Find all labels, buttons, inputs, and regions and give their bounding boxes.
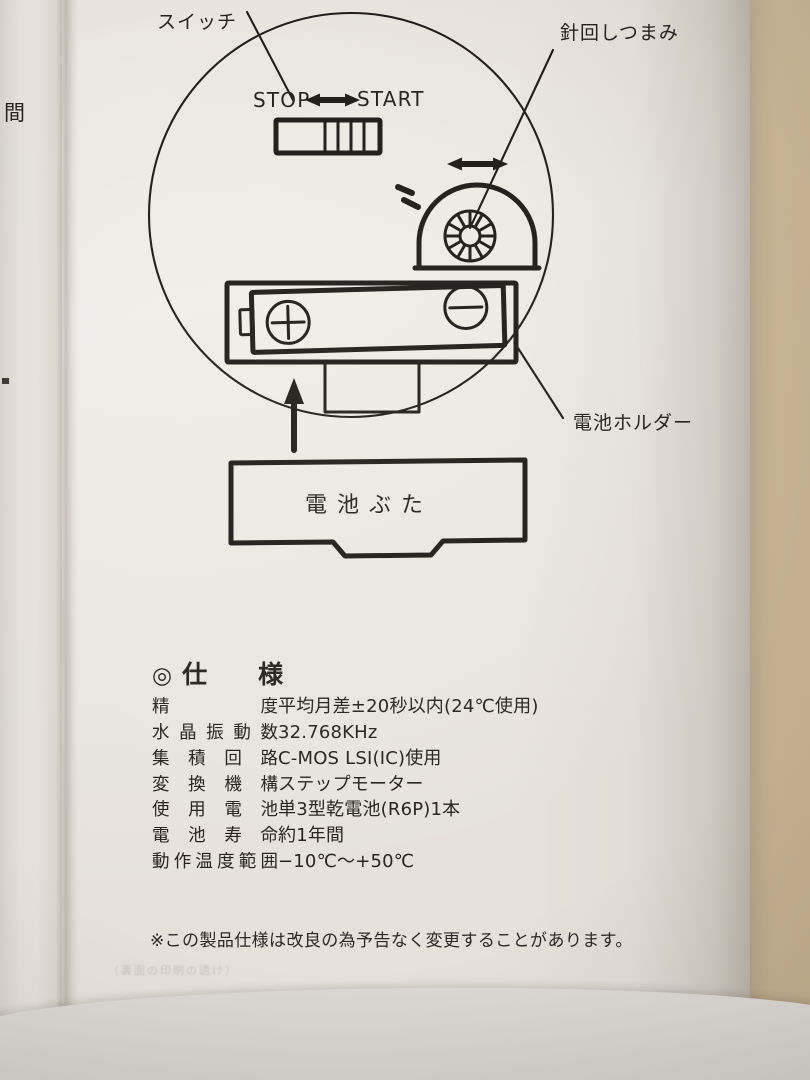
spec-label-char: 回 xyxy=(224,748,242,769)
spec-label-char: 変 xyxy=(152,774,170,795)
battery-compartment-tab xyxy=(323,361,421,414)
battery-cover xyxy=(228,457,528,559)
hand-set-knob-wheel[interactable] xyxy=(443,209,497,263)
switch-start-label: START xyxy=(357,87,425,111)
spec-label-char: 集 xyxy=(152,748,170,769)
spec-heading-mark: ◎ xyxy=(152,663,173,689)
spec-heading-text: 仕 様 xyxy=(182,660,297,689)
knob-housing xyxy=(412,182,542,271)
spec-row-integrated-circuit: 集 積 回 路 C-MOS LSI(IC)使用 xyxy=(152,748,672,770)
spec-heading: ◎ 仕 様 xyxy=(152,662,672,688)
spec-label-char: 囲 xyxy=(260,852,278,873)
battery-cover-label: 電池ぶた xyxy=(305,493,433,518)
spec-label-battery-life: 電 池 寿 命 xyxy=(152,826,278,847)
spec-label-char: 用 xyxy=(188,800,206,821)
spec-label-char: 温 xyxy=(195,852,213,873)
spec-label-char: 命 xyxy=(260,826,278,847)
spec-label-char: 池 xyxy=(260,800,278,821)
spec-value-battery-type: 単3型乾電池(R6P)1本 xyxy=(278,799,461,821)
leader-line-switch xyxy=(245,10,295,102)
spec-label-battery-type: 使 用 電 池 xyxy=(152,800,278,821)
slide-switch-body[interactable] xyxy=(273,117,383,156)
spec-label-char: 使 xyxy=(152,800,170,821)
spec-row-battery-type: 使 用 電 池 単3型乾電池(R6P)1本 xyxy=(152,799,672,821)
spec-footnote: ※この製品仕様は改良の為予告なく変更することがあります。 xyxy=(150,931,633,951)
spec-label-char: 積 xyxy=(188,748,206,769)
spec-label-char: 路 xyxy=(260,748,278,769)
spec-row-crystal-frequency: 水 晶 振 動 数 32.768KHz xyxy=(152,722,672,744)
book-gutter-shadow xyxy=(56,0,78,1028)
battery-minus-terminal xyxy=(443,284,489,330)
spec-row-accuracy: 精 度 平均月差±20秒以内(24℃使用) xyxy=(152,696,672,718)
spec-label-conversion-mechanism: 変 換 機 構 xyxy=(152,775,278,796)
reverse-side-bleed-through: （裏面の印刷の透け） xyxy=(108,964,238,977)
spec-label-char: 作 xyxy=(173,852,192,873)
spec-label-char: 動 xyxy=(233,722,251,743)
spec-value-battery-life: 約1年間 xyxy=(278,825,345,847)
spec-label-char: 精 xyxy=(152,697,170,717)
facing-page-clipped-char: 間 xyxy=(4,101,25,125)
spec-label-char: 度 xyxy=(217,852,235,873)
knob-tick-1 xyxy=(395,184,415,196)
spec-label-char: 振 xyxy=(206,722,224,743)
insert-direction-arrow xyxy=(284,378,304,453)
callout-label-knob: 針回しつまみ xyxy=(560,22,679,44)
spec-label-char: 数 xyxy=(260,722,279,743)
spec-label-char: 範 xyxy=(238,852,257,873)
battery-holder xyxy=(224,280,519,365)
callout-label-switch: スイッチ xyxy=(157,11,237,33)
spec-label-integrated-circuit: 集 積 回 路 xyxy=(152,749,278,770)
spec-label-crystal-frequency: 水 晶 振 動 数 xyxy=(152,723,278,744)
spec-label-accuracy: 精 度 xyxy=(152,697,278,718)
spec-value-crystal-frequency: 32.768KHz xyxy=(278,721,378,743)
spec-value-accuracy: 平均月差±20秒以内(24℃使用) xyxy=(278,696,539,717)
spec-label-char: 構 xyxy=(260,774,278,795)
battery-cell xyxy=(238,282,508,355)
manual-page-sheet xyxy=(0,0,750,1018)
next-page-leaf xyxy=(0,988,810,1080)
spec-label-char: 機 xyxy=(224,774,242,795)
spec-label-operating-temperature: 動 作 温 度 範 囲 xyxy=(152,852,278,873)
spec-label-char: 換 xyxy=(188,774,206,795)
spec-row-conversion-mechanism: 変 換 機 構 ステップモーター xyxy=(152,774,672,796)
leader-line-battery-holder xyxy=(514,343,565,420)
switch-stop-label: STOP xyxy=(253,88,311,112)
spec-label-char: 水 xyxy=(152,722,170,743)
spec-label-char: 電 xyxy=(152,826,170,847)
spec-label-char: 動 xyxy=(152,852,170,873)
spec-label-char: 寿 xyxy=(224,826,242,847)
knob-rotation-arrow xyxy=(447,157,508,171)
spec-row-operating-temperature: 動 作 温 度 範 囲 −10℃～+50℃ xyxy=(152,851,672,873)
facing-page-strip xyxy=(0,0,62,1028)
spec-value-conversion-mechanism: ステップモーター xyxy=(278,773,424,795)
switch-direction-arrow xyxy=(305,93,360,107)
leader-line-knob xyxy=(468,48,555,230)
facing-page-stray-mark xyxy=(2,378,9,384)
clock-case-outline xyxy=(147,11,555,419)
spec-table: 精 度 平均月差±20秒以内(24℃使用) 水 晶 振 動 数 32.768KH… xyxy=(152,696,672,873)
battery-plus-terminal xyxy=(265,299,311,345)
spec-label-char: 晶 xyxy=(179,722,197,743)
specifications-block: ◎ 仕 様 精 度 平均月差±20秒以内(24℃使用) 水 晶 振 動 数 xyxy=(152,662,672,877)
spec-label-char: 度 xyxy=(260,697,279,717)
spec-value-integrated-circuit: C-MOS LSI(IC)使用 xyxy=(278,747,442,769)
spec-row-battery-life: 電 池 寿 命 約1年間 xyxy=(152,825,672,847)
spec-label-char: 電 xyxy=(224,800,242,821)
callout-label-battery-holder: 電池ホルダー xyxy=(573,412,693,434)
spec-label-char: 池 xyxy=(188,826,206,847)
spec-value-operating-temperature: −10℃～+50℃ xyxy=(278,851,415,873)
knob-tick-2 xyxy=(401,197,421,210)
